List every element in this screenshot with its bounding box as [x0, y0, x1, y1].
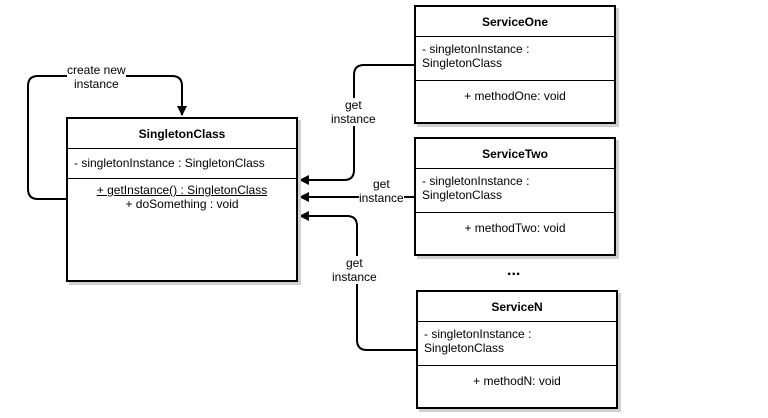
get-label-n-line1: get: [346, 256, 363, 270]
service-two-attribute: - singletonInstance : SingletonClass: [416, 169, 614, 213]
create-new-instance-label: create new instance: [67, 63, 126, 91]
service-n-attribute: - singletonInstance : SingletonClass: [418, 322, 616, 366]
service-two-box[interactable]: ServiceTwo - singletonInstance : Singlet…: [414, 137, 616, 256]
service-n-method: + methodN: void: [473, 374, 561, 388]
get-instance-operation: + getInstance() : SingletonClass: [96, 183, 268, 197]
get-label-n-line2: instance: [332, 270, 377, 284]
service-one-name: ServiceOne: [416, 7, 614, 37]
service-two-attr-line2: SingletonClass: [422, 188, 503, 202]
do-something-operation: + doSomething : void: [125, 197, 239, 211]
singleton-class-box[interactable]: SingletonClass - singletonInstance : Sin…: [66, 117, 298, 282]
service-one-method: + methodOne: void: [464, 89, 566, 103]
service-one-attribute: - singletonInstance : SingletonClass: [416, 37, 614, 81]
get-instance-label-n: get instance: [332, 256, 377, 284]
service-n-name: ServiceN: [418, 292, 616, 322]
service-one-attr-line2: SingletonClass: [422, 56, 503, 70]
service-one-attr-line1: - singletonInstance :: [422, 42, 530, 56]
singleton-class-attribute: - singletonInstance : SingletonClass: [68, 149, 296, 179]
service-n-box[interactable]: ServiceN - singletonInstance : Singleton…: [416, 290, 618, 409]
service-n-attr-line1: - singletonInstance :: [424, 327, 532, 341]
more-services-ellipsis: ...: [507, 262, 521, 279]
get-label-one-line2: instance: [331, 112, 376, 126]
self-loop-arrow: [27, 75, 187, 200]
singleton-class-operations: + getInstance() : SingletonClass + doSom…: [68, 183, 296, 211]
get-label-one-line1: get: [345, 98, 362, 112]
create-label-line2: instance: [74, 77, 119, 91]
service-two-name: ServiceTwo: [416, 139, 614, 169]
get-label-two-line2: instance: [359, 191, 404, 205]
service-one-box[interactable]: ServiceOne - singletonInstance : Singlet…: [414, 5, 616, 124]
get-label-two-line1: get: [373, 177, 390, 191]
service-n-attr-line2: SingletonClass: [424, 341, 505, 355]
get-instance-label-one: get instance: [331, 98, 376, 126]
create-label-line1: create new: [67, 63, 126, 77]
get-instance-label-two: get instance: [359, 177, 404, 205]
service-two-method: + methodTwo: void: [464, 221, 566, 235]
singleton-class-name: SingletonClass: [68, 119, 296, 149]
service-two-attr-line1: - singletonInstance :: [422, 174, 530, 188]
